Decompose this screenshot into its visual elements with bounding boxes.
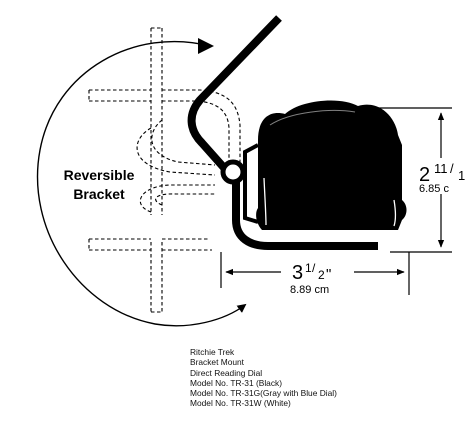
bracket-label-line-1: Reversible (64, 167, 135, 183)
width-unit-mark: " (326, 266, 331, 283)
caption-line: Direct Reading Dial (190, 367, 263, 378)
bracket-base (232, 178, 378, 250)
height-label-bg (416, 158, 470, 194)
caption-line: Model No. TR-31W (White) (190, 398, 291, 409)
top-arrowhead-icon (198, 38, 214, 54)
reverse-arc-arrow (36, 40, 247, 327)
height-fraction-num: 11 (434, 161, 448, 176)
compass-icon (243, 100, 407, 231)
caption-line: Ritchie Trek (190, 347, 235, 357)
width-dimension (220, 252, 410, 295)
height-fraction-den: 1 (458, 168, 465, 183)
caption-line: Bracket Mount (190, 357, 244, 368)
dashed-alternate-bracket (88, 27, 241, 313)
product-caption: Ritchie Trek Bracket Mount Direct Readin… (190, 347, 460, 409)
height-fraction-slash: / (450, 161, 454, 176)
height-whole: 2 (419, 164, 430, 186)
solid-bracket-arm (187, 15, 282, 173)
width-whole: 3 (292, 262, 303, 284)
bracket-label-line-2: Bracket (73, 186, 125, 202)
width-fraction-num: 1 (305, 261, 312, 275)
caption-line: Model No. TR-31 (Black) (190, 377, 282, 388)
height-metric: 6.85 c (419, 183, 449, 195)
width-fraction-den: 2 (318, 268, 325, 282)
width-fraction-slash: / (312, 261, 316, 275)
pivot-knob-icon (220, 159, 246, 185)
caption-line: Model No. TR-31G(Gray with Blue Dial) (190, 388, 337, 399)
width-metric: 8.89 cm (290, 284, 329, 296)
